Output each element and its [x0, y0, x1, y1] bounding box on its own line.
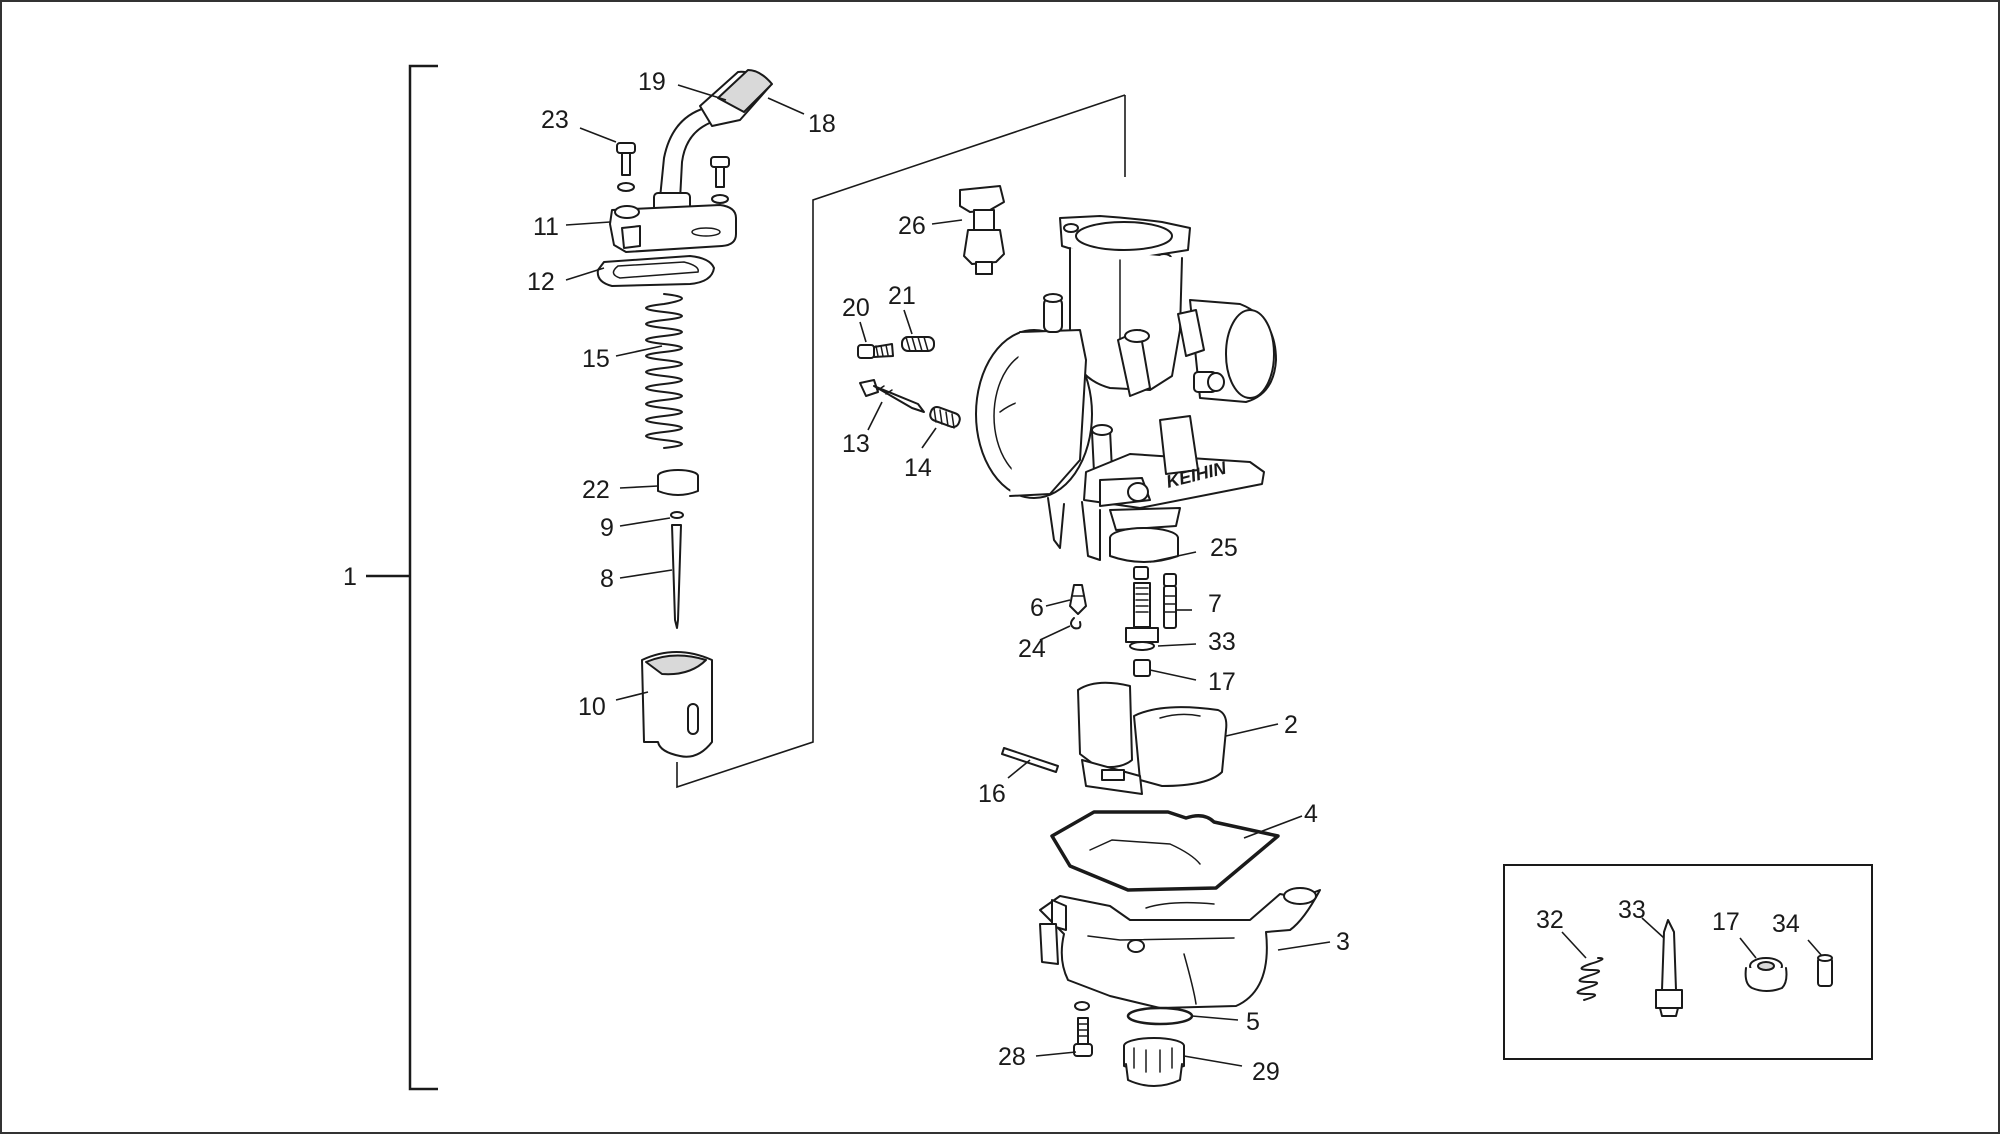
- callout-9: 9: [600, 514, 614, 542]
- callout-29: 29: [1252, 1058, 1280, 1086]
- float-part: [1077, 681, 1228, 795]
- callout-6: 6: [1030, 594, 1044, 622]
- callout-2: 2: [1284, 711, 1298, 739]
- callout-17: 17: [1208, 668, 1236, 696]
- callout-26: 26: [898, 212, 926, 240]
- callout-4: 4: [1304, 800, 1318, 828]
- needle-retainer-part: [657, 469, 699, 496]
- callout-23: 23: [541, 106, 569, 134]
- callout-28: 28: [998, 1043, 1026, 1071]
- callout-11: 11: [533, 213, 559, 241]
- callout-25: 25: [1210, 534, 1238, 562]
- float-valve-part: [1069, 584, 1087, 630]
- leader-lines: [565, 84, 1823, 1067]
- slide-spring-part: [645, 293, 683, 449]
- callout-7: 7: [1208, 590, 1222, 618]
- float-bowl-part: [1039, 887, 1321, 1009]
- bowl-gasket-part: [1050, 810, 1280, 892]
- callout-8: 8: [600, 565, 614, 593]
- callout-33: 33: [1208, 628, 1236, 656]
- idle-screw-part: [857, 336, 935, 359]
- callout-12: 12: [527, 268, 555, 296]
- choke-plunger-part: [959, 185, 1005, 275]
- callout-32: 32: [1536, 906, 1564, 934]
- carburetor-body-part: KEIHIN: [975, 215, 1277, 563]
- callout-22: 22: [582, 476, 610, 504]
- drain-oring-part: [1126, 1006, 1194, 1026]
- callout-33-kit: 33: [1618, 896, 1646, 924]
- throttle-slide-part: [641, 651, 713, 758]
- jet-kit-inset: [1503, 864, 1873, 1060]
- callout-labels: 19 18 23 11 12 15 22 9 8 10 26 20 21 13 …: [527, 68, 1800, 1086]
- callout-3: 3: [1336, 928, 1350, 956]
- cap-gasket-part: [596, 255, 715, 287]
- callout-18: 18: [808, 110, 836, 138]
- callout-1: 1: [343, 563, 357, 591]
- cable-elbow-part: [653, 69, 773, 212]
- drain-plug-part: [1123, 1037, 1185, 1087]
- callout-19: 19: [638, 68, 666, 96]
- assembly-bracket: 1: [343, 64, 438, 1091]
- slide-group-outline: [676, 94, 1126, 789]
- callout-15: 15: [582, 345, 610, 373]
- needle-jet-part: [1125, 566, 1159, 677]
- callout-16: 16: [978, 780, 1006, 808]
- air-screw-part: [859, 379, 961, 429]
- callout-13: 13: [842, 430, 870, 458]
- cap-screws-part: [616, 142, 730, 204]
- callout-20: 20: [842, 294, 870, 322]
- bowl-screw-part: [1073, 1001, 1093, 1057]
- callout-10: 10: [578, 693, 606, 721]
- callout-5: 5: [1246, 1008, 1260, 1036]
- callout-34: 34: [1772, 910, 1800, 938]
- callout-21: 21: [888, 282, 916, 310]
- callout-24: 24: [1018, 635, 1046, 663]
- pilot-jet-part: [1163, 573, 1177, 629]
- jet-needle-part: [670, 511, 684, 629]
- top-cap-part: [609, 204, 737, 253]
- callout-14: 14: [904, 454, 932, 482]
- callout-17-kit: 17: [1712, 908, 1740, 936]
